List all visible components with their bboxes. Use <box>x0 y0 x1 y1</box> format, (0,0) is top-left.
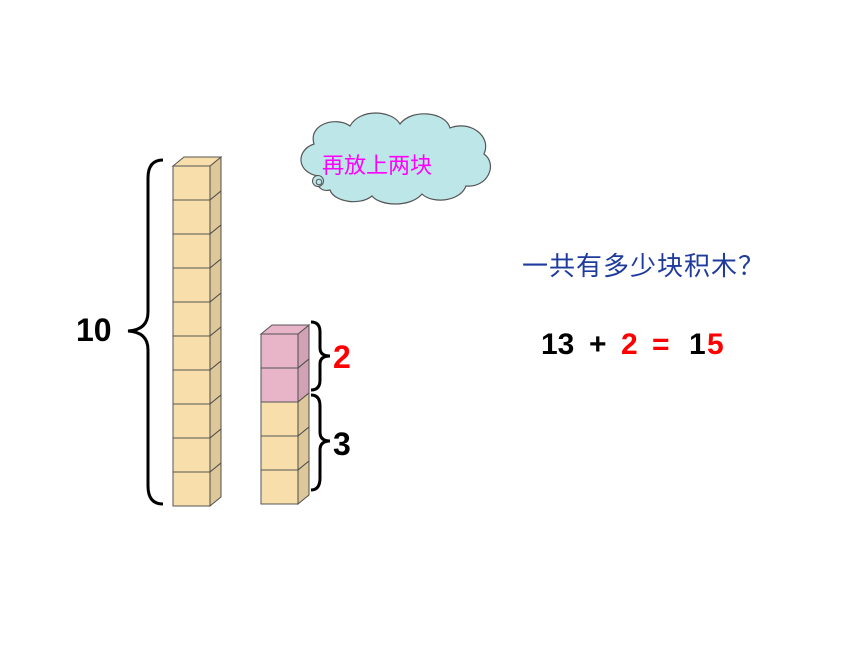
label-two: 2 <box>333 339 351 375</box>
yellow-block <box>260 459 310 506</box>
tall-block <box>172 427 222 474</box>
brace-ten <box>127 158 164 506</box>
equation-addend-b: 2 <box>621 328 638 361</box>
label-three: 3 <box>333 426 351 462</box>
label-ten: 10 <box>76 312 112 348</box>
equation-addend-a: 13 <box>541 328 575 361</box>
question-text: 一共有多少块积木？ <box>522 252 766 282</box>
equation-result-ones: 5 <box>707 328 724 361</box>
equation-plus: + <box>589 328 607 361</box>
tall-stack-top-face <box>171 156 223 167</box>
short-stack-top-face <box>259 324 311 335</box>
tall-block <box>172 257 222 304</box>
tall-block <box>172 359 222 406</box>
yellow-block <box>260 425 310 472</box>
tall-block <box>172 223 222 270</box>
cloud-text: 再放上两块 <box>322 154 433 179</box>
yellow-block <box>260 391 310 438</box>
tall-block <box>172 461 222 508</box>
brace-three <box>310 393 331 492</box>
pink-block <box>260 357 310 404</box>
equation-result-tens: 1 <box>689 328 706 361</box>
short-block-stack <box>259 323 311 506</box>
thought-cloud <box>300 112 492 205</box>
equation-equals: = <box>652 328 670 361</box>
brace-two <box>310 320 331 392</box>
tall-block <box>172 291 222 338</box>
tall-block <box>172 325 222 372</box>
tall-block-stack <box>171 155 223 508</box>
